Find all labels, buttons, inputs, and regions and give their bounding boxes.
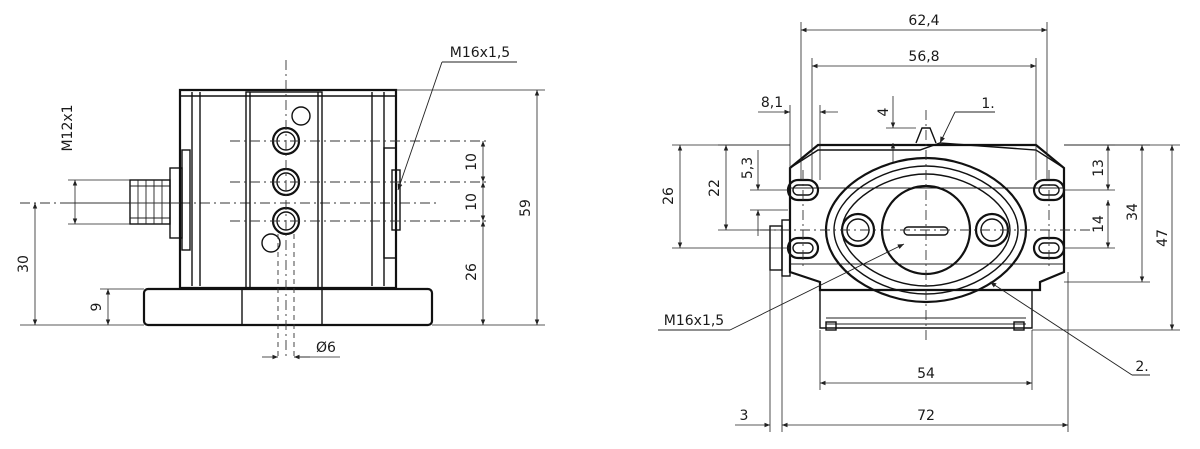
dim-label-d6: Ø6 — [316, 340, 336, 356]
leader-m16-port — [729, 243, 905, 331]
dim-label-34: 34 — [1125, 203, 1141, 221]
front-housing-outline — [788, 143, 1066, 292]
leader-m16-top — [397, 61, 443, 191]
dim-label-30: 30 — [16, 255, 32, 273]
side-port-flange — [383, 147, 397, 259]
seal-middle — [833, 165, 1019, 295]
dim-label-8-1: 8,1 — [761, 95, 783, 111]
dim-label-14: 14 — [1091, 215, 1107, 233]
base-foot-right — [1013, 321, 1025, 331]
side-view: 59 10 10 26 30 9 M12x1 M16x1,5 Ø6 — [16, 45, 545, 360]
dim-label-54: 54 — [917, 366, 935, 382]
label-m12x1: M12x1 — [60, 104, 76, 151]
dim-label-4: 4 — [876, 107, 892, 116]
dim-label-59: 59 — [518, 199, 534, 217]
callout-1-leader — [939, 111, 956, 144]
vent-hole-top — [291, 106, 311, 126]
dim-label-3: 3 — [740, 408, 749, 424]
dim-label-9: 9 — [89, 303, 105, 312]
dim-label-13: 13 — [1091, 159, 1107, 177]
body-chamfer-left — [191, 92, 201, 286]
body-chamfer-right — [371, 92, 385, 286]
dim-label-10a: 10 — [464, 153, 480, 171]
label-m16-port: M16x1,5 — [664, 313, 724, 329]
callout-2-leader — [989, 281, 1133, 376]
dim-label-56-8: 56,8 — [908, 49, 939, 65]
connector-flange — [181, 149, 191, 251]
dim-label-5-3: 5,3 — [740, 157, 756, 179]
dim-label-22: 22 — [707, 179, 723, 197]
m12-connector — [129, 179, 171, 225]
callout-2-label: 2. — [1135, 359, 1148, 375]
base-foot-left — [825, 321, 837, 331]
body-outline — [178, 88, 398, 290]
dim-label-10b: 10 — [464, 193, 480, 211]
dim-label-26-right: 26 — [661, 187, 677, 205]
callout-1-label: 1. — [981, 96, 994, 112]
connector-thread — [130, 180, 170, 224]
base-plate — [142, 287, 434, 327]
dim-label-47: 47 — [1155, 229, 1171, 247]
side-port — [391, 169, 401, 231]
top-nub — [915, 127, 937, 144]
front-housing-top-bevel — [789, 142, 1065, 169]
center-block — [245, 91, 323, 289]
front-view: 62,4 56,8 8,1 4 1. 26 22 — [658, 13, 1180, 432]
label-m16-top: M16x1,5 — [450, 45, 510, 61]
vent-hole-bottom — [261, 233, 281, 253]
dim-label-26-left: 26 — [464, 263, 480, 281]
dim-label-62-4: 62,4 — [908, 13, 939, 29]
dim-label-72: 72 — [917, 408, 935, 424]
